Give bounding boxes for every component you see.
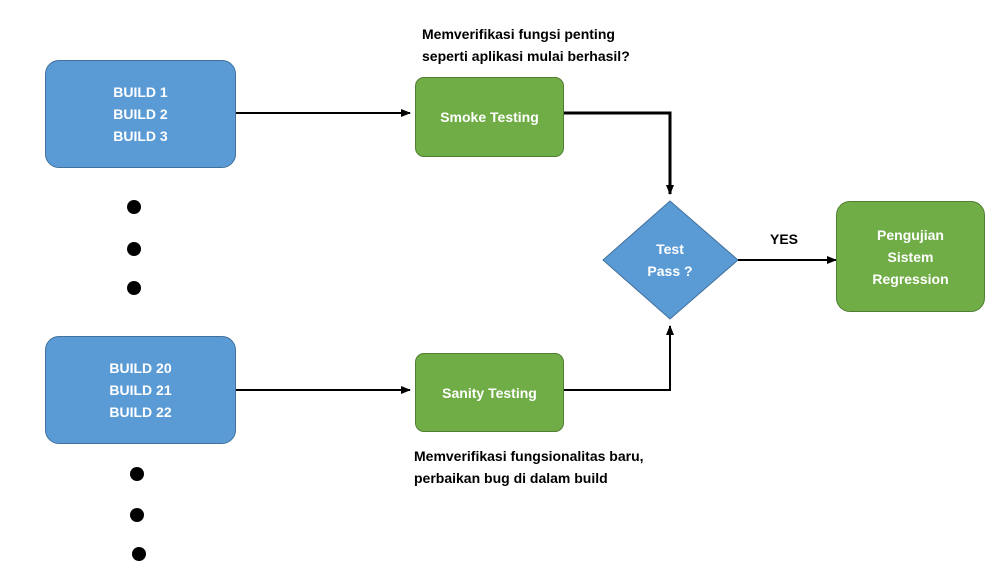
arrow-smoke-to-decision: [564, 111, 674, 195]
ellipsis-dot: [127, 242, 141, 256]
ellipsis-dot: [127, 200, 141, 214]
ellipsis-dot: [132, 547, 146, 561]
regression-line-3: Regression: [872, 270, 949, 287]
smoke-testing-box: Smoke Testing: [415, 77, 564, 157]
decision-label: Test Pass ?: [620, 236, 720, 284]
yes-label: YES: [770, 231, 799, 247]
build-label: BUILD 20: [109, 360, 172, 376]
sanity-testing-box: Sanity Testing: [415, 353, 564, 432]
smoke-testing-label: Smoke Testing: [440, 109, 539, 125]
arrow-sanity-to-decision: [564, 325, 674, 391]
sanity-note: Memverifikasi fungsionalitas baru, perba…: [414, 445, 644, 489]
ellipsis-dot: [127, 281, 141, 295]
build-label: BUILD 22: [109, 404, 172, 420]
ellipsis-dot: [130, 508, 144, 522]
sanity-testing-label: Sanity Testing: [442, 384, 537, 401]
smoke-note-line-2: seperti aplikasi mulai berhasil?: [422, 48, 630, 64]
regression-line-2: Sistem: [887, 248, 934, 265]
build-group-2: BUILD 20 BUILD 21 BUILD 22: [45, 336, 236, 444]
decision-line-1: Test: [656, 241, 684, 257]
ellipsis-dot: [130, 467, 144, 481]
build-group-1: BUILD 1 BUILD 2 BUILD 3: [45, 60, 236, 168]
sanity-note-line-1: Memverifikasi fungsionalitas baru,: [414, 448, 644, 464]
smoke-note: Memverifikasi fungsi penting seperti apl…: [422, 23, 630, 67]
build-label: BUILD 21: [109, 382, 172, 398]
build-label: BUILD 1: [113, 84, 168, 100]
build-label: BUILD 3: [113, 128, 168, 144]
decision-line-2: Pass ?: [647, 263, 693, 279]
smoke-note-line-1: Memverifikasi fungsi penting: [422, 26, 615, 42]
build-label: BUILD 2: [113, 106, 168, 122]
decision-diamond: [602, 200, 739, 320]
sanity-note-line-2: perbaikan bug di dalam build: [414, 470, 608, 486]
regression-line-1: Pengujian: [877, 226, 944, 243]
regression-box: Pengujian Sistem Regression: [836, 201, 985, 312]
